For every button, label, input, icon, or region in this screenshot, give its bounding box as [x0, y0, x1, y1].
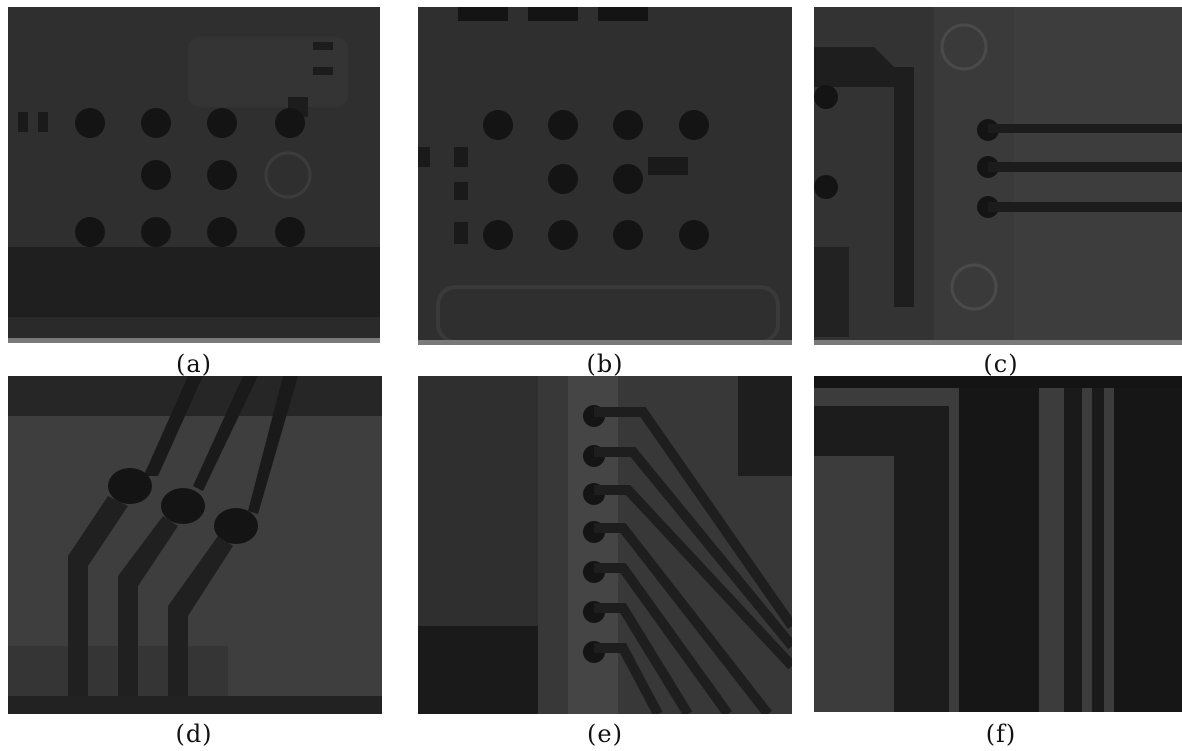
pcb-xray-image-c: [814, 7, 1182, 345]
image-panel-f: [814, 376, 1182, 712]
pcb-xray-image-b: [418, 7, 792, 345]
caption-a: (a): [175, 350, 213, 378]
pcb-xray-image-d: [8, 376, 382, 714]
image-panel-b: [418, 7, 792, 345]
caption-e: (e): [587, 720, 623, 748]
caption-c: (c): [983, 350, 1019, 378]
caption-b: (b): [586, 350, 624, 378]
caption-f: (f): [985, 720, 1017, 748]
image-panel-d: [8, 376, 382, 714]
pcb-xray-image-e: [418, 376, 792, 714]
caption-d: (d): [175, 720, 213, 748]
image-panel-c: [814, 7, 1182, 345]
image-panel-a: [8, 7, 380, 343]
image-panel-e: [418, 376, 792, 714]
pcb-xray-image-a: [8, 7, 380, 343]
pcb-xray-image-f: [814, 376, 1182, 712]
